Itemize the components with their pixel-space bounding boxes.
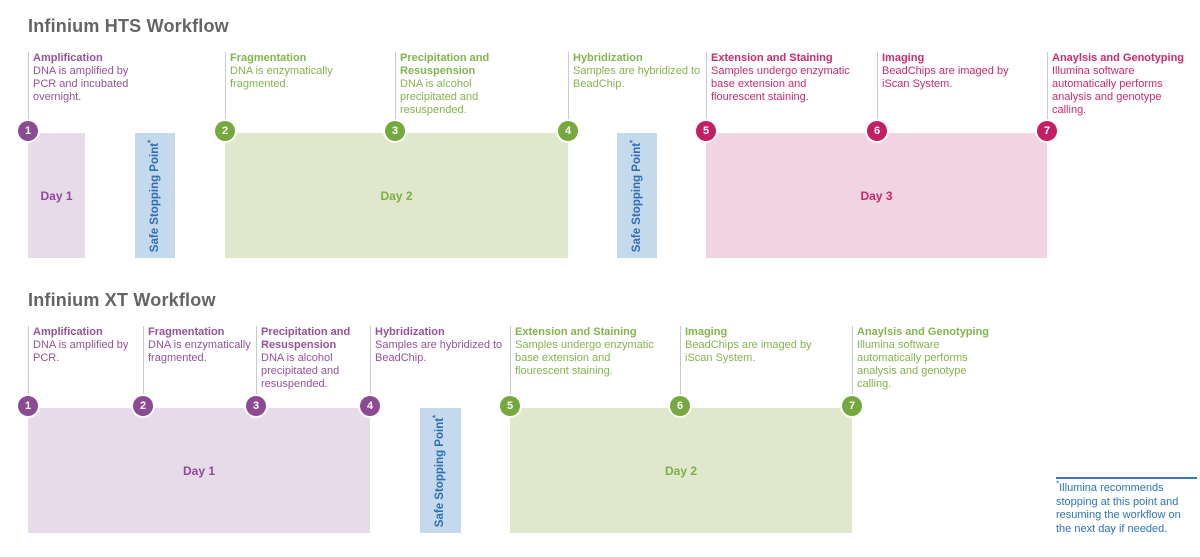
step-line	[1047, 52, 1048, 131]
safe-stopping-label: Safe Stopping Point*	[146, 139, 161, 252]
day-bar: Day 3	[706, 133, 1047, 258]
safe-stopping-asterisk: *	[146, 139, 156, 143]
safe-stopping-asterisk: *	[431, 414, 441, 418]
footnote-asterisk: *	[1056, 479, 1060, 489]
step-line	[28, 326, 29, 406]
step-title: Hybridization	[573, 52, 643, 64]
step-description: DNA is enzymatically fragmented.	[230, 65, 333, 90]
step-title: Imaging	[882, 52, 925, 64]
step-title: Imaging	[685, 326, 728, 338]
day-bar: Day 2	[225, 133, 568, 258]
step-description: Samples undergo enzymatic base extension…	[515, 339, 654, 377]
step-line	[568, 52, 569, 131]
step-number-badge: 7	[842, 396, 862, 416]
step-number-badge: 5	[500, 396, 520, 416]
step-number-badge: 3	[385, 121, 405, 141]
step-number-badge: 6	[670, 396, 690, 416]
step-line	[395, 52, 396, 131]
day-bar-label: Day 3	[860, 188, 893, 203]
day-bar: Day 1	[28, 408, 370, 533]
safe-stopping-label-text: Safe Stopping Point	[434, 417, 447, 527]
step-line	[510, 326, 511, 406]
step-description: Samples are hybridized to BeadChip.	[375, 339, 503, 364]
safe-stopping-asterisk: *	[628, 139, 638, 143]
step-number-badge: 2	[133, 396, 153, 416]
step-description: DNA is alcohol precipitated and resuspen…	[261, 352, 340, 390]
workflow-title: Infinium HTS Workflow	[28, 16, 229, 36]
step-line	[256, 326, 257, 406]
safe-stopping-bar: Safe Stopping Point*	[135, 133, 175, 258]
step-number-badge: 1	[18, 121, 38, 141]
step-description: Samples are hybridized to BeadChip.	[573, 65, 701, 90]
safe-stopping-bar: Safe Stopping Point*	[617, 133, 657, 258]
step-title: Amplification	[33, 52, 103, 64]
step-line	[28, 52, 29, 131]
step-line	[225, 52, 226, 131]
step-number-badge: 3	[246, 396, 266, 416]
step-number-badge: 2	[215, 121, 235, 141]
step-line	[680, 326, 681, 406]
step-number-badge: 5	[696, 121, 716, 141]
day-bar: Day 2	[510, 408, 852, 533]
step-number-badge: 6	[867, 121, 887, 141]
step-title: Anaylsis and Genotyping	[857, 326, 990, 338]
step-number-badge: 1	[18, 396, 38, 416]
step-number-badge: 4	[558, 121, 578, 141]
safe-stopping-label-text: Safe Stopping Point	[631, 142, 643, 252]
step-title: Fragmentation	[230, 52, 307, 64]
day-bar: Day 1	[28, 133, 85, 258]
step-title: Fragmentation	[148, 326, 225, 338]
day-bar-label: Day 1	[182, 463, 216, 478]
workflow-title: Infinium XT Workflow	[28, 290, 216, 310]
step-title: Anaylsis and Genotyping	[1052, 52, 1185, 64]
step-description: Illumina software automatically performs…	[857, 339, 968, 390]
step-title: Extension and Staining	[711, 52, 833, 64]
step-title: Hybridization	[375, 326, 445, 338]
safe-stopping-label: Safe Stopping Point*	[431, 414, 447, 527]
step-title: Extension and Staining	[515, 326, 637, 338]
safe-stopping-label: Safe Stopping Point*	[628, 139, 643, 252]
safe-stopping-bar: Safe Stopping Point*	[420, 408, 461, 533]
step-description: BeadChips are imaged by iScan System.	[882, 65, 1009, 90]
footnote: *Illumina recommends stopping at this po…	[1056, 477, 1197, 536]
step-description: DNA is alcohol precipitated and resuspen…	[400, 78, 479, 116]
step-description: Samples undergo enzymatic base extension…	[711, 65, 850, 103]
step-line	[143, 326, 144, 406]
step-number-badge: 4	[360, 396, 380, 416]
day-bar-label: Day 1	[40, 188, 73, 203]
step-description: BeadChips are imaged by iScan System.	[685, 339, 812, 364]
step-description: DNA is amplified by PCR and incubated ov…	[33, 65, 129, 103]
step-description: Illumina software automatically performs…	[1052, 65, 1163, 116]
step-line	[370, 326, 371, 406]
step-description: DNA is enzymatically fragmented.	[148, 339, 251, 364]
day-bar-label: Day 2	[380, 188, 413, 203]
step-description: DNA is amplified by PCR.	[33, 339, 129, 364]
step-line	[852, 326, 853, 406]
step-title: Precipitation and Resuspension	[261, 326, 351, 351]
step-number-badge: 7	[1037, 121, 1057, 141]
footnote-text: Illumina recommends stopping at this poi…	[1056, 482, 1181, 535]
day-bar-label: Day 2	[664, 463, 698, 478]
step-line	[877, 52, 878, 131]
step-title: Precipitation and Resuspension	[400, 52, 490, 77]
step-line	[706, 52, 707, 131]
safe-stopping-label-text: Safe Stopping Point	[149, 142, 161, 252]
step-title: Amplification	[33, 326, 103, 338]
